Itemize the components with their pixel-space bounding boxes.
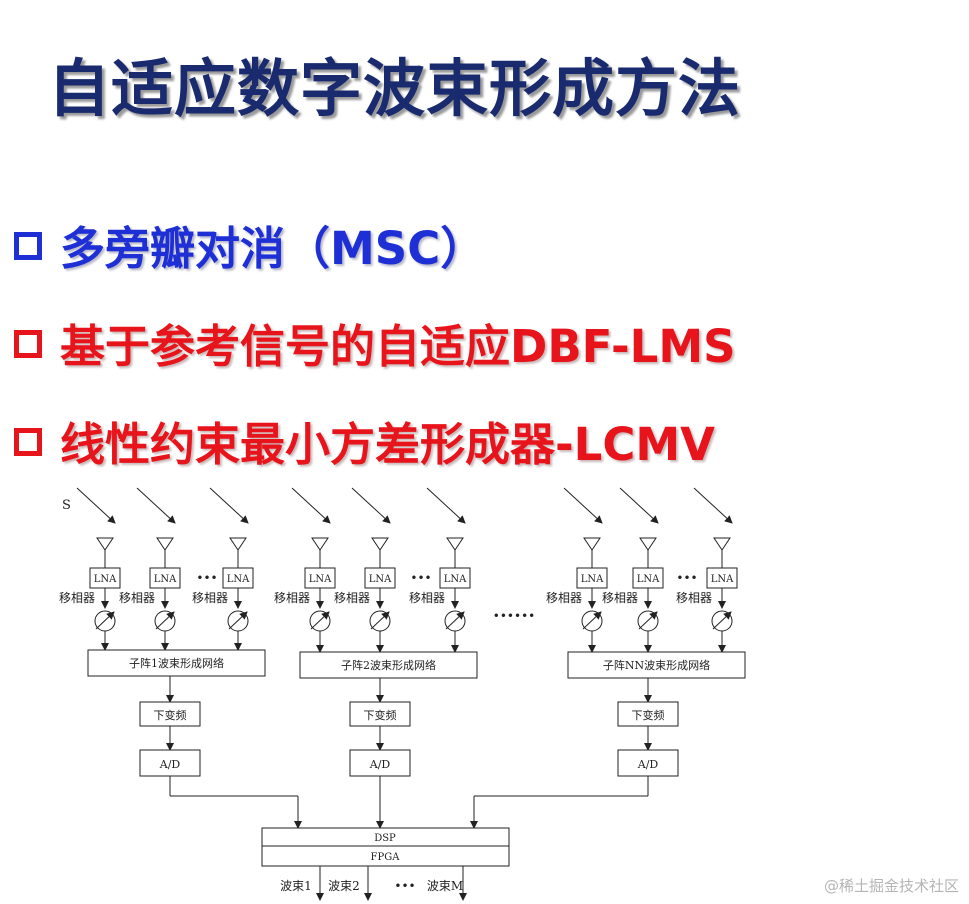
phase-shifter-label: 移相器: [119, 591, 155, 605]
downconverter-label: 下变频: [364, 708, 397, 722]
incoming-signal-arrow: [136, 487, 176, 524]
phase-shifter-slash: [310, 611, 330, 630]
adc-label: A/D: [369, 758, 391, 771]
square-bullet-icon: [14, 232, 42, 260]
antenna-icon: [713, 537, 731, 551]
lna-label: LNA: [94, 574, 117, 585]
phase-shifter-slash: [95, 611, 115, 630]
element-ellipsis: •••: [676, 571, 697, 585]
lna-label: LNA: [581, 574, 604, 585]
element-ellipsis: •••: [410, 571, 431, 585]
phase-shifter-slash: [712, 611, 732, 630]
bullet-text: 基于参考信号的自适应DBF-LMS: [60, 319, 736, 373]
bullet-text: 线性约束最小方差形成器-LCMV: [60, 417, 715, 471]
element-ellipsis: •••: [196, 571, 217, 585]
subarray-network-box: [567, 651, 746, 679]
beam-output-ellipsis: •••: [394, 879, 415, 893]
lna-label: LNA: [309, 574, 332, 585]
phase-shifter-label: 移相器: [334, 591, 370, 605]
antenna-icon: [311, 537, 329, 551]
signal-label: S: [62, 498, 71, 513]
square-bullet-icon: [14, 428, 42, 456]
downconverter-box: [349, 701, 411, 727]
antenna-icon: [639, 537, 657, 551]
diagram-content: LNA移相器LNA移相器LNA移相器•••子阵1波束形成网络下变频A/DLNA移…: [59, 487, 746, 901]
phase-shifter-slash: [370, 611, 390, 630]
subarray-network-box: [87, 649, 266, 677]
bullet-msc: 多旁瓣对消（MSC）: [14, 214, 486, 275]
phase-shifter-label: 移相器: [676, 591, 712, 605]
lna-label: LNA: [369, 574, 392, 585]
incoming-signal-arrow: [351, 487, 391, 524]
dsp-label: DSP: [374, 833, 396, 844]
slide-title: 自适应数字波束形成方法: [48, 52, 742, 125]
antenna-icon: [156, 537, 174, 551]
lna-label: LNA: [637, 574, 660, 585]
beam-output-label: 波束M: [427, 879, 463, 893]
phase-shifter-slash: [228, 611, 248, 630]
incoming-signal-arrow: [693, 487, 733, 524]
beam-output-label: 波束2: [328, 879, 360, 893]
incoming-signal-arrow: [291, 487, 331, 524]
lna-label: LNA: [227, 574, 250, 585]
downconverter-box: [139, 701, 201, 727]
watermark: @稀土掘金技术社区: [823, 877, 959, 895]
subarray-network-label: 子阵NN波束形成网络: [603, 658, 710, 672]
incoming-signal-arrow: [563, 487, 603, 524]
downconverter-label: 下变频: [632, 708, 665, 722]
adc-box: [617, 749, 679, 777]
downconverter-label: 下变频: [154, 708, 187, 722]
phase-shifter-label: 移相器: [274, 591, 310, 605]
adc-label: A/D: [637, 758, 659, 771]
antenna-icon: [371, 537, 389, 551]
incoming-signal-arrow: [619, 487, 659, 524]
phase-shifter-label: 移相器: [59, 591, 95, 605]
subarray-network-label: 子阵2波束形成网络: [341, 658, 436, 672]
antenna-icon: [96, 537, 114, 551]
square-bullet-icon: [14, 330, 42, 358]
antenna-icon: [229, 537, 247, 551]
antenna-icon: [446, 537, 464, 551]
bullet-dbf-lms: 基于参考信号的自适应DBF-LMS: [14, 312, 736, 373]
lna-label: LNA: [154, 574, 177, 585]
incoming-signal-arrow: [76, 487, 116, 524]
incoming-signal-arrow: [209, 487, 249, 524]
phase-shifter-label: 移相器: [546, 591, 582, 605]
fpga-box: [261, 845, 510, 867]
antenna-icon: [583, 537, 601, 551]
phase-shifter-label: 移相器: [409, 591, 445, 605]
phase-shifter-label: 移相器: [602, 591, 638, 605]
bullet-text: 多旁瓣对消（MSC）: [60, 221, 486, 275]
phase-shifter-slash: [445, 611, 465, 630]
incoming-signal-arrow: [426, 487, 466, 524]
lna-label: LNA: [711, 574, 734, 585]
subarray-network-box: [299, 651, 478, 679]
phase-shifter-slash: [638, 611, 658, 630]
beamforming-block-diagram: S LNA移相器LNA移相器LNA移相器•••子阵1波束形成网络下变频A/DLN…: [59, 487, 746, 901]
phase-shifter-slash: [582, 611, 602, 630]
phase-shifter-slash: [155, 611, 175, 630]
subarray-ellipsis: ••••••: [493, 609, 535, 623]
beam-output-label: 波束1: [280, 879, 312, 893]
adc-label: A/D: [159, 758, 181, 771]
bullet-lcmv: 线性约束最小方差形成器-LCMV: [14, 410, 715, 471]
lna-label: LNA: [444, 574, 467, 585]
phase-shifter-label: 移相器: [192, 591, 228, 605]
adc-box: [349, 749, 411, 777]
subarray-network-label: 子阵1波束形成网络: [129, 656, 224, 670]
fpga-label: FPGA: [371, 852, 401, 863]
